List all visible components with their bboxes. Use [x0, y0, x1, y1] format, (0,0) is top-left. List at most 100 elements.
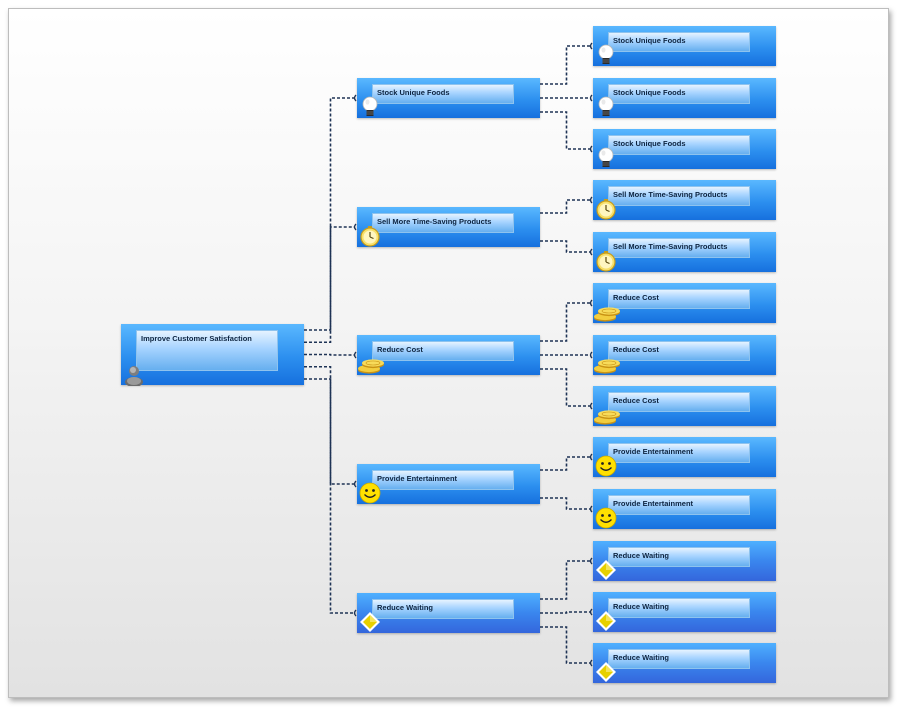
connector-root-branch	[304, 226, 354, 344]
connector-arrowhead	[589, 145, 593, 153]
connector-branch-leaf	[540, 611, 590, 614]
node-label-box	[372, 599, 514, 619]
root-node[interactable]: Improve Customer Satisfaction	[121, 324, 304, 387]
branch-node[interactable]: Reduce Waiting	[357, 593, 540, 633]
node-label-box	[608, 289, 750, 309]
connector-arrowhead	[589, 557, 593, 565]
node-label: Stock Unique Foods	[613, 88, 686, 97]
connector-branch-leaf	[540, 497, 590, 510]
node-label-box	[372, 341, 514, 361]
node-label: Reduce Waiting	[377, 603, 433, 612]
connector-arrowhead	[353, 223, 357, 231]
node-label: Sell More Time-Saving Products	[613, 190, 728, 199]
connector-branch-leaf	[540, 199, 590, 214]
node-label: Sell More Time-Saving Products	[377, 217, 492, 226]
connector-root-branch	[304, 97, 354, 331]
node-label: Provide Entertainment	[613, 499, 694, 508]
leaf-node[interactable]: Provide Entertainment	[593, 437, 776, 477]
node-label: Improve Customer Satisfaction	[141, 334, 252, 343]
coins-icon	[592, 300, 622, 329]
diamond-icon	[358, 610, 382, 639]
branch-node[interactable]: Sell More Time-Saving Products	[357, 207, 540, 247]
node-label-box	[608, 649, 750, 669]
node-label-box	[608, 392, 750, 412]
leaf-node[interactable]: Provide Entertainment	[593, 489, 776, 529]
connector-arrowhead	[589, 608, 593, 616]
connector-arrowhead	[589, 248, 593, 256]
node-label-box	[372, 84, 514, 104]
connector-branch-leaf	[540, 111, 590, 150]
connector-root-branch	[304, 378, 354, 614]
leaf-node[interactable]: Stock Unique Foods	[593, 78, 776, 118]
node-label: Reduce Waiting	[613, 602, 669, 611]
lightbulb-icon	[358, 95, 382, 124]
node-label-box	[608, 186, 750, 206]
node-label-box	[608, 495, 750, 515]
connector-arrowhead	[589, 505, 593, 513]
leaf-node[interactable]: Reduce Waiting	[593, 643, 776, 683]
node-label-box	[136, 330, 278, 371]
node-label: Reduce Cost	[613, 396, 659, 405]
leaf-node[interactable]: Stock Unique Foods	[593, 129, 776, 169]
coins-icon	[356, 352, 386, 381]
clock-icon	[358, 224, 382, 253]
connector-root-branch	[304, 353, 354, 356]
connector-arrowhead	[589, 402, 593, 410]
node-label-box	[608, 32, 750, 52]
diamond-icon	[594, 609, 618, 638]
leaf-node[interactable]: Reduce Cost	[593, 283, 776, 323]
leaf-node[interactable]: Stock Unique Foods	[593, 26, 776, 66]
coins-icon	[592, 403, 622, 432]
branch-node[interactable]: Provide Entertainment	[357, 464, 540, 504]
node-label-box	[608, 341, 750, 361]
leaf-node[interactable]: Reduce Cost	[593, 335, 776, 375]
node-label-box	[608, 598, 750, 618]
connector-arrowhead	[589, 453, 593, 461]
connector-arrowhead	[353, 480, 357, 488]
node-label-box	[372, 470, 514, 490]
leaf-node[interactable]: Reduce Waiting	[593, 592, 776, 632]
leaf-node[interactable]: Sell More Time-Saving Products	[593, 232, 776, 272]
connector-branch-leaf	[540, 560, 590, 600]
clock-icon	[594, 249, 618, 278]
smiley-icon	[594, 454, 618, 483]
node-label-box	[608, 135, 750, 155]
leaf-node[interactable]: Sell More Time-Saving Products	[593, 180, 776, 220]
connector-arrowhead	[589, 659, 593, 667]
leaf-node[interactable]: Reduce Waiting	[593, 541, 776, 581]
node-label: Reduce Waiting	[613, 551, 669, 560]
connector-arrowhead	[353, 351, 357, 359]
node-label-box	[372, 213, 514, 233]
connector-branch-leaf	[540, 240, 590, 253]
node-label: Provide Entertainment	[377, 474, 458, 483]
person-icon	[122, 362, 146, 391]
node-label: Reduce Waiting	[613, 653, 669, 662]
node-label-box	[608, 238, 750, 258]
branch-node[interactable]: Reduce Cost	[357, 335, 540, 375]
connector-arrowhead	[353, 609, 357, 617]
connector-arrowhead	[589, 299, 593, 307]
node-label-box	[608, 443, 750, 463]
leaf-node[interactable]: Reduce Cost	[593, 386, 776, 426]
connector-branch-leaf	[540, 368, 590, 407]
node-label: Stock Unique Foods	[613, 139, 686, 148]
clock-icon	[594, 197, 618, 226]
node-label: Stock Unique Foods	[377, 88, 450, 97]
connector-branch-leaf	[540, 302, 590, 342]
node-label-box	[608, 547, 750, 567]
node-label: Provide Entertainment	[613, 447, 694, 456]
node-label: Reduce Cost	[377, 345, 423, 354]
node-label-box	[608, 84, 750, 104]
lightbulb-icon	[594, 43, 618, 72]
connector-branch-leaf	[540, 456, 590, 471]
node-label: Stock Unique Foods	[613, 36, 686, 45]
connector-arrowhead	[589, 42, 593, 50]
connector-arrowhead	[589, 196, 593, 204]
connector-arrowhead	[353, 94, 357, 102]
connector-root-branch	[304, 365, 354, 485]
connector-branch-leaf	[540, 626, 590, 664]
branch-node[interactable]: Stock Unique Foods	[357, 78, 540, 118]
connector-arrowhead	[589, 351, 593, 359]
lightbulb-icon	[594, 95, 618, 124]
